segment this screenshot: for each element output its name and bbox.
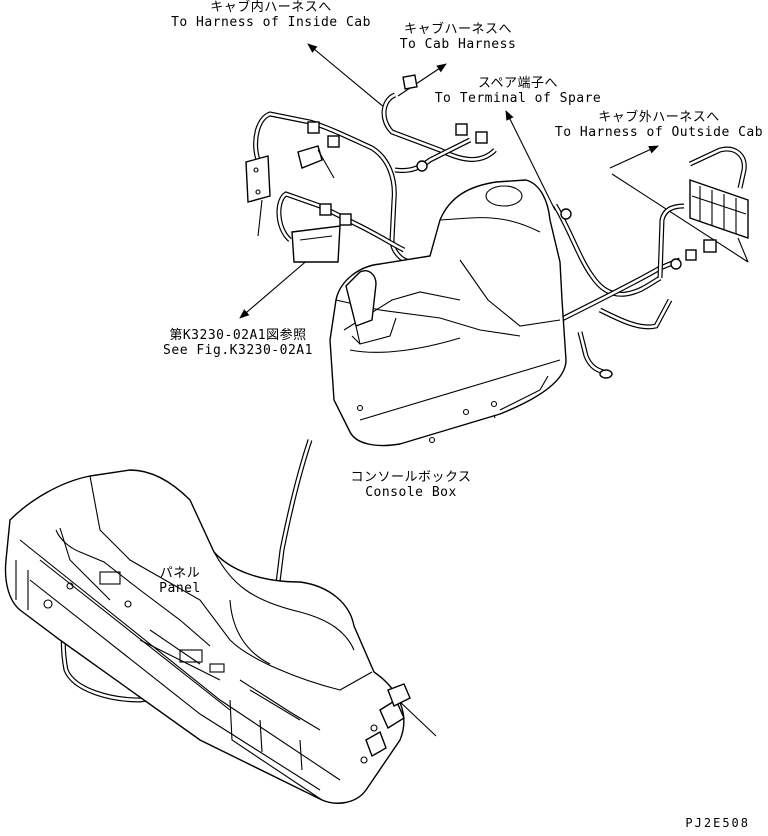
label-see-fig-en: See Fig.K3230-02A1 (163, 343, 313, 358)
label-spare-terminal-en: To Terminal of Spare (434, 91, 602, 106)
label-outside-cab-en: To Harness of Outside Cab (554, 125, 764, 140)
arrow-see-fig (239, 257, 311, 319)
drawing-code: PJ2E508 (685, 816, 750, 830)
leader-bracket (257, 199, 263, 237)
label-panel-jp: パネル (159, 566, 201, 581)
arrow-inside-cab (307, 43, 386, 109)
label-inside-cab-en: To Harness of Inside Cab (171, 15, 371, 30)
label-outside-cab-jp: キャブ外ハーネスへ (598, 110, 720, 125)
label-console-box-en: Console Box (365, 485, 457, 500)
label-cab-harness: キャブハーネスへ To Cab Harness (396, 22, 520, 52)
arrow-outside-cab (609, 145, 659, 169)
label-see-fig: 第K3230-02A1図参照 See Fig.K3230-02A1 (160, 328, 316, 358)
label-outside-cab: キャブ外ハーネスへ To Harness of Outside Cab (552, 110, 766, 140)
label-console-box: コンソールボックス Console Box (346, 470, 476, 500)
terminal-block (689, 179, 749, 263)
label-spare-terminal: スペア端子へ To Terminal of Spare (430, 76, 606, 106)
label-spare-terminal-jp: スペア端子へ (477, 76, 559, 91)
label-cab-harness-jp: キャブハーネスへ (403, 22, 512, 37)
console-box-drawing (329, 179, 567, 447)
cab-harness-wires (60, 92, 747, 703)
bracket-plates (245, 145, 341, 263)
leader-outside-group (611, 173, 749, 263)
label-inside-cab: キャブ内ハーネスへ To Harness of Inside Cab (166, 0, 376, 30)
label-console-box-jp: コンソールボックス (350, 470, 472, 485)
connectors (307, 74, 717, 379)
panel-drawing (4, 469, 411, 804)
leader-panel-connector (397, 699, 437, 737)
label-panel: パネル Panel (150, 566, 210, 596)
arrow-spare-terminal (505, 110, 556, 211)
arrow-cab-harness (397, 63, 447, 97)
label-cab-harness-en: To Cab Harness (399, 37, 517, 52)
label-see-fig-jp: 第K3230-02A1図参照 (169, 328, 307, 343)
label-panel-en: Panel (159, 581, 201, 596)
label-inside-cab-jp: キャブ内ハーネスへ (210, 0, 332, 15)
